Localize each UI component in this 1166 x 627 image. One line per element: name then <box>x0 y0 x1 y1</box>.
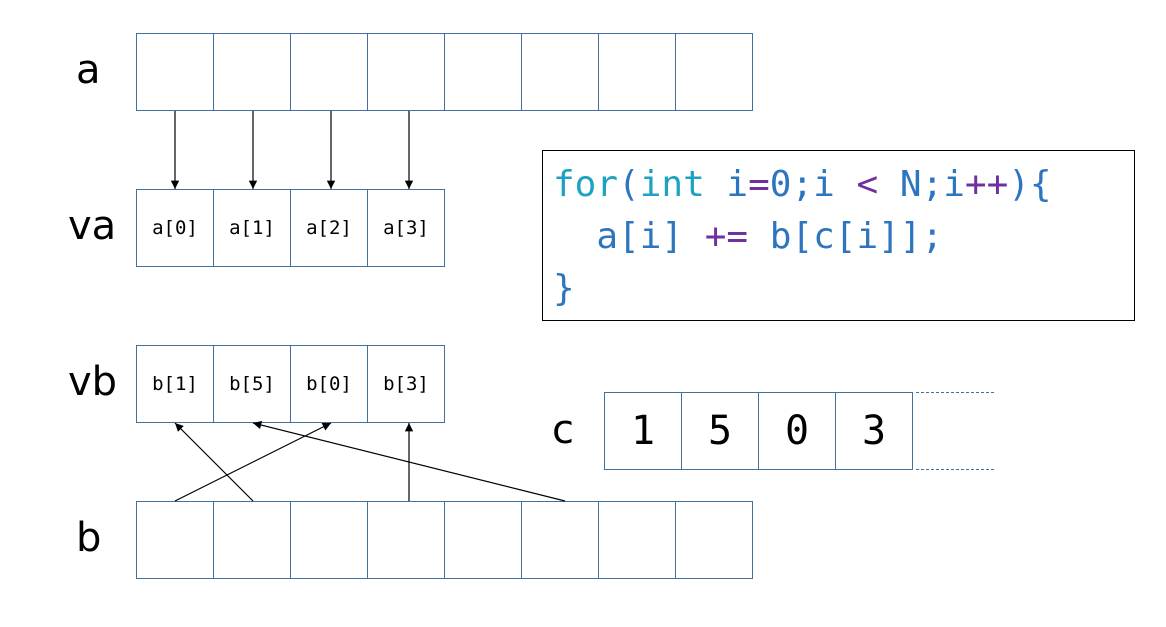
c-continuation-bottom <box>916 469 994 470</box>
b-to-vb-arrow <box>252 420 566 502</box>
code-line-3: } <box>553 268 575 309</box>
array-a <box>136 33 753 111</box>
array-vb: b[1] b[5] b[0] b[3] <box>136 345 445 423</box>
code-line-1: for(int i=0;i < N;i++){ <box>553 164 1052 205</box>
code-box: for(int i=0;i < N;i++){ a[i] += b[c[i]];… <box>542 150 1135 321</box>
c-cell: 3 <box>835 392 913 470</box>
b-to-vb-arrow <box>174 422 332 502</box>
c-continuation-top <box>916 392 994 393</box>
b-cell <box>675 501 753 579</box>
array-va: a[0] a[1] a[2] a[3] <box>136 189 445 267</box>
label-c: c <box>552 407 574 453</box>
b-to-vb-arrow <box>174 422 254 502</box>
label-a: a <box>76 47 101 93</box>
code-line-2: a[i] += b[c[i]]; <box>596 216 944 257</box>
array-c: 1 5 0 3 <box>604 392 913 470</box>
array-b <box>136 501 753 579</box>
label-b: b <box>76 515 102 561</box>
a-cell <box>675 33 753 111</box>
va-cell: a[3] <box>367 189 445 267</box>
vb-cell: b[3] <box>367 345 445 423</box>
label-vb: vb <box>68 359 118 405</box>
label-va: va <box>68 203 117 249</box>
